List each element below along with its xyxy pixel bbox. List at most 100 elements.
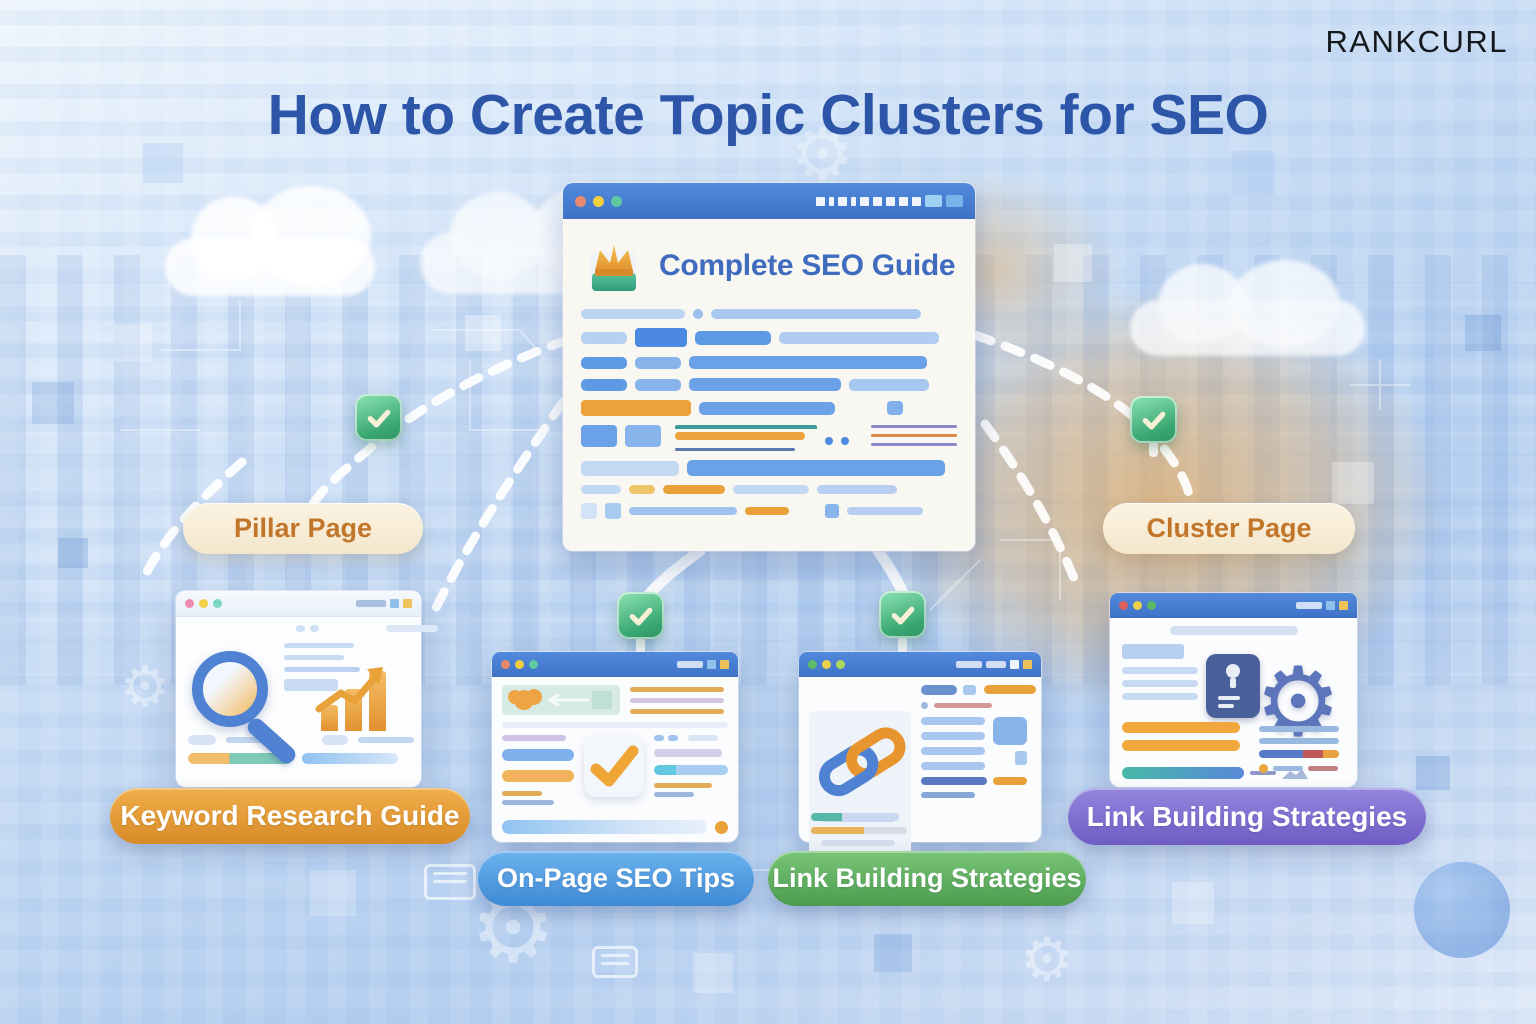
- skeleton-bar: [502, 820, 707, 834]
- skeleton-line: [654, 749, 722, 757]
- window-dot-yellow: [593, 195, 604, 207]
- chart-bar: [369, 671, 386, 731]
- skeleton-bar-duotone: [811, 827, 907, 834]
- circuit-line: [1350, 360, 1410, 410]
- window-titlebar: [799, 652, 1041, 677]
- side-lines: [630, 686, 724, 714]
- pixel-scatter: [0, 0, 26, 26]
- skeleton-line: [284, 655, 344, 660]
- skeleton-bar: [581, 485, 621, 494]
- skeleton-bar: [687, 460, 945, 476]
- skeleton-bar: [502, 749, 574, 761]
- skeleton-column: [1122, 644, 1198, 700]
- keyword-research-window: [176, 591, 438, 787]
- skeleton-column: [1122, 722, 1240, 751]
- onpage-seo-tips-label: On-Page SEO Tips: [478, 851, 754, 906]
- skeleton-bar: [688, 735, 718, 741]
- skeleton-bar-duotone: [188, 753, 292, 764]
- line-decoration: [1218, 696, 1240, 700]
- skeleton-bar: [963, 685, 976, 695]
- titlebar-icons: [816, 195, 963, 207]
- side-lines: [871, 425, 957, 446]
- document-icon: [424, 864, 476, 900]
- titlebar-icons: [677, 660, 729, 669]
- skeleton-bar-orange: [629, 485, 655, 494]
- divider: [502, 722, 728, 728]
- skeleton-row: [921, 777, 1031, 785]
- skeleton-column: [654, 735, 728, 797]
- skeleton-bar: [817, 485, 897, 494]
- skeleton-bar-orange: [1122, 722, 1240, 733]
- skeleton-bar: [188, 735, 216, 745]
- skeleton-line: [226, 737, 282, 743]
- skeleton-row: [581, 356, 957, 369]
- checkmark-icon: [1142, 411, 1165, 429]
- skeleton-bar: [849, 378, 929, 391]
- skeleton-row: [188, 735, 414, 745]
- skeleton-bar: [581, 378, 627, 391]
- connector-keyword: [429, 397, 568, 617]
- sphere-decoration: [1414, 862, 1510, 958]
- window-body: [492, 677, 738, 842]
- skeleton-line: [1273, 766, 1303, 771]
- skeleton-row: [581, 460, 957, 476]
- skeleton-bar: [386, 625, 438, 632]
- skeleton-line: [1122, 667, 1198, 674]
- pillar-window-title: Complete SEO Guide: [659, 249, 956, 282]
- gear-icon: ⚙: [120, 655, 171, 720]
- highlight-box: [675, 425, 817, 451]
- content-row: [502, 735, 728, 805]
- skeleton-bar-orange: [1122, 740, 1240, 751]
- skeleton-bar: [322, 735, 348, 745]
- crown-badge-icon: [590, 245, 636, 291]
- skeleton-line: [921, 732, 985, 740]
- skeleton-line: [1308, 766, 1338, 771]
- brand-logo: RANKCURL: [1325, 24, 1508, 59]
- window-dot-teal: [213, 599, 222, 608]
- orange-checkmark-icon: [590, 745, 639, 787]
- skeleton-row: [581, 328, 957, 347]
- window-dot-green: [611, 195, 622, 207]
- skeleton-bar-orange: [745, 507, 789, 515]
- window-dot-red: [575, 195, 586, 207]
- skeleton-column: [1259, 726, 1345, 773]
- keyword-tag-row: [502, 685, 728, 715]
- skeleton-bar: [847, 507, 923, 515]
- skeleton-bar: [699, 401, 835, 415]
- skeleton-bar: [1122, 644, 1184, 659]
- skeleton-line: [821, 840, 895, 846]
- window-body: ⚙: [1110, 618, 1357, 787]
- window-dot-lightgreen: [836, 660, 845, 669]
- window-dot-yellow: [515, 660, 524, 669]
- keyword-tag-icon: [502, 685, 620, 715]
- skeleton-row: [188, 753, 409, 764]
- skeleton-line: [654, 792, 694, 797]
- check-badge: [879, 591, 926, 638]
- skeleton-bar-orange: [663, 485, 725, 494]
- trend-chart-icon: [315, 657, 407, 731]
- chart-bar: [321, 705, 338, 731]
- window-titlebar: [563, 183, 975, 219]
- check-badge: [355, 394, 402, 441]
- checkmark-icon: [367, 409, 390, 427]
- skeleton-row: [581, 378, 957, 391]
- skeleton-bar: [581, 425, 617, 447]
- skeleton-column: [284, 643, 360, 691]
- connector-onpage-arc: [640, 545, 706, 604]
- window-body: [799, 677, 1041, 855]
- skeleton-row: [921, 717, 1031, 770]
- magnifier-lens: [192, 651, 268, 727]
- cloud-arrow-icon: [508, 689, 612, 710]
- skeleton-bar: [284, 679, 338, 691]
- pillar-page-window: Complete SEO Guide: [563, 183, 975, 551]
- skeleton-line: [675, 448, 795, 451]
- window-body: Complete SEO Guide: [563, 219, 975, 529]
- connector-link-arc: [872, 545, 910, 602]
- check-badge: [617, 592, 664, 639]
- skeleton-row: [581, 425, 957, 451]
- badge-stem: [636, 637, 645, 655]
- titlebar-icons: [956, 660, 1032, 669]
- skeleton-bar: [635, 328, 687, 347]
- skeleton-line: [630, 686, 724, 692]
